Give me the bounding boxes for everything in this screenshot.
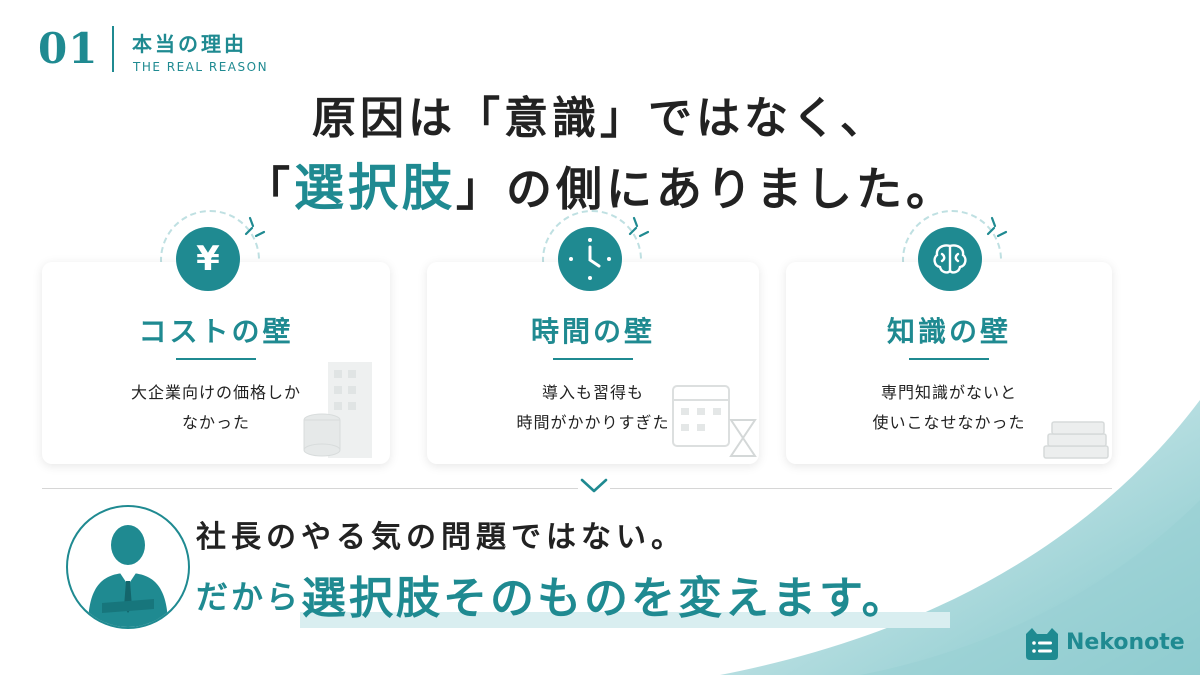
books-decoration [1043, 421, 1109, 459]
card-desc-line1: 導入も習得も [541, 383, 644, 402]
chevron-down-icon [578, 476, 610, 496]
card-desc-line2: なかった [181, 413, 250, 432]
brain-icon [918, 227, 982, 291]
brand-logo-text: Nekonote [1066, 630, 1185, 655]
card-time-wall: 時間の壁 導入も習得も 時間がかかりすぎた [427, 262, 759, 464]
card-desc-line2: 使いこなせなかった [872, 413, 1026, 432]
yen-icon: ¥ [176, 227, 240, 291]
card-title: コストの壁 [138, 315, 294, 348]
coins-building-decoration [303, 362, 372, 458]
card-desc-line2: 時間がかかりすぎた [516, 413, 670, 432]
card-cost-wall: コストの壁 大企業向けの価格しか なかった [42, 262, 390, 464]
headline-bracket-open: 「 [244, 162, 294, 216]
card-title: 知識の壁 [886, 315, 1011, 348]
cat-logo-icon [1026, 628, 1058, 660]
sparkle-icon [628, 216, 650, 238]
conclusion-highlight: 選択肢そのものを変えます。 [302, 573, 909, 624]
section-divider-line [42, 488, 1112, 489]
headline-line2-rest: 」の側にありました。 [456, 162, 956, 216]
section-title-en: THE REAL REASON [133, 60, 269, 74]
card-desc-line1: 大企業向けの価格しか [130, 383, 301, 402]
card-knowledge-wall: 知識の壁 専門知識がないと 使いこなせなかった [786, 262, 1112, 464]
section-title-jp: 本当の理由 [132, 32, 247, 56]
highlight-underline [300, 612, 950, 628]
card-title-underline [176, 358, 256, 360]
headline-line2: 「選択肢」の側にありました。 [0, 148, 1200, 220]
card-description: 大企業向けの価格しか なかった [42, 378, 390, 438]
headline-highlight: 選択肢 [294, 158, 456, 217]
sparkle-icon [244, 216, 266, 238]
card-title-underline [553, 358, 633, 360]
section-number: 01 [38, 24, 99, 73]
sparkle-icon [986, 216, 1008, 238]
clock-icon [558, 227, 622, 291]
card-desc-line1: 専門知識がないと [880, 383, 1017, 402]
conclusion-prefix: だから、 [196, 578, 337, 616]
card-title-underline [909, 358, 989, 360]
calendar-hourglass-decoration [672, 385, 757, 457]
businessman-avatar [66, 505, 190, 629]
card-description: 導入も習得も 時間がかかりすぎた [427, 378, 759, 438]
section-divider [112, 26, 114, 72]
card-title: 時間の壁 [530, 315, 655, 348]
card-description: 専門知識がないと 使いこなせなかった [786, 378, 1112, 438]
conclusion-line1: 社長のやる気の問題ではない。 [196, 520, 686, 555]
headline-line1: 原因は「意識」ではなく、 [312, 93, 888, 144]
